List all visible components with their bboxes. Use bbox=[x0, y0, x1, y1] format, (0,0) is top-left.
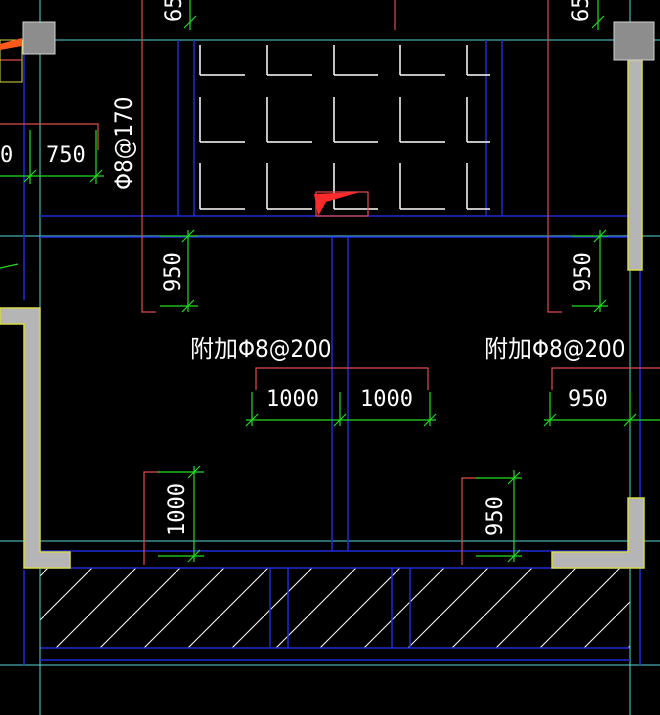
dim-center-right: 1000 bbox=[360, 387, 413, 412]
columns bbox=[22, 21, 655, 61]
dimension-lines bbox=[0, 0, 660, 563]
dim-top-left: 750 bbox=[46, 143, 86, 168]
beam-lines bbox=[23, 40, 641, 665]
column-top-right bbox=[613, 21, 655, 61]
edge-marker bbox=[0, 38, 22, 50]
dim-bottom-right-vertical: 950 bbox=[483, 496, 508, 536]
right-additional-rebar-note: 附加Φ8@200 bbox=[484, 335, 626, 363]
dim-top-mid-right: 65 bbox=[569, 0, 594, 22]
dim-left-vertical: 950 bbox=[161, 252, 186, 292]
left-additional-rebar-note: 附加Φ8@200 bbox=[190, 335, 332, 363]
column-top-left bbox=[22, 21, 56, 55]
dim-top-mid-left: 65 bbox=[162, 0, 187, 22]
dimension-texts: 0 750 65 65 950 950 1000 1000 950 1000 9… bbox=[0, 0, 608, 536]
dim-center-left: 1000 bbox=[266, 387, 319, 412]
dim-right-vertical: 950 bbox=[571, 252, 596, 292]
top-rebar-spec: Φ8@170 bbox=[110, 96, 138, 190]
dim-top-left-partial: 0 bbox=[0, 143, 13, 168]
walls bbox=[0, 39, 645, 569]
rebar-extent-lines bbox=[0, 0, 660, 565]
rebar-notes: Φ8@170 附加Φ8@200 附加Φ8@200 bbox=[110, 96, 626, 363]
red-marker bbox=[314, 191, 369, 217]
hatched-beam-section bbox=[40, 567, 630, 649]
rebar-grid bbox=[199, 45, 490, 210]
dim-bottom-left-vertical: 1000 bbox=[165, 483, 190, 536]
dim-right-horizontal: 950 bbox=[568, 387, 608, 412]
